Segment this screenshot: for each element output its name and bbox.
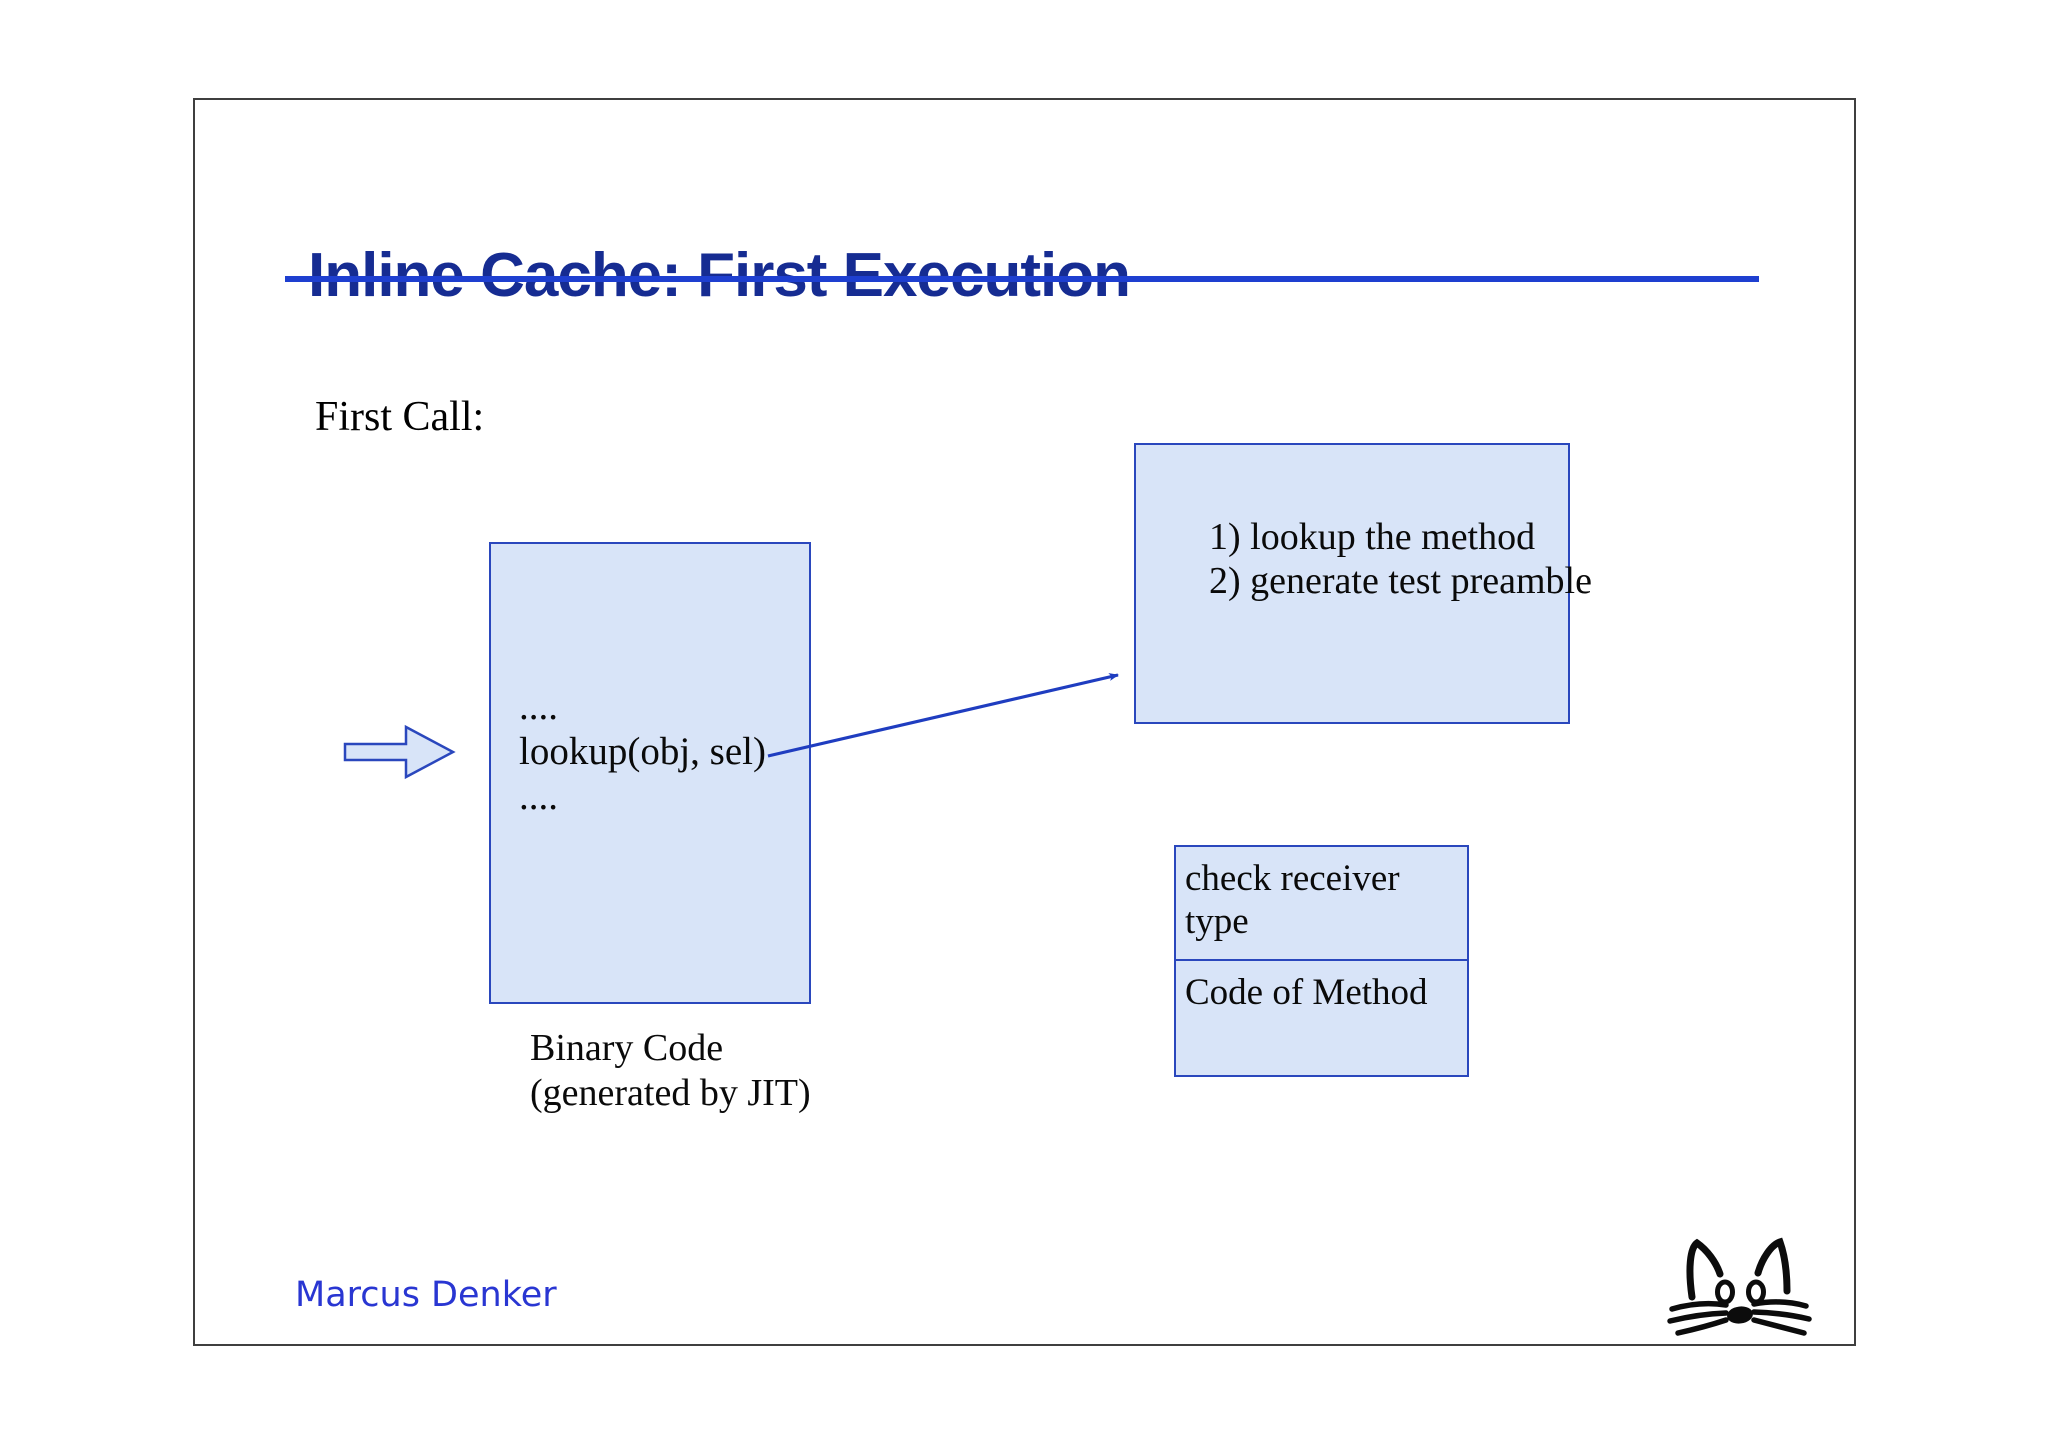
title-underline xyxy=(285,276,1759,282)
jit-action-line-1: 1) lookup the method xyxy=(1209,516,1536,558)
preamble-line-1: check receiver xyxy=(1185,858,1400,899)
step-label: First Call: xyxy=(315,394,485,440)
slide-frame: Inline Cache: First Execution First Call… xyxy=(193,98,1856,1346)
author-name: Marcus Denker xyxy=(295,1275,557,1315)
jit-action-box: 1) lookup the method 2) generate test pr… xyxy=(1134,443,1592,724)
preamble-cell-text: check receiver type xyxy=(1185,857,1400,943)
caption-line-1: Binary Code xyxy=(530,1027,724,1069)
jit-action-line-2: 2) generate test preamble xyxy=(1209,560,1592,602)
method-box-preamble-cell: check receiver type xyxy=(1176,847,1467,961)
binary-code-text: ....lookup(obj, sel).... xyxy=(519,684,766,819)
page-title: Inline Cache: First Execution xyxy=(308,240,1131,310)
binary-code-line-2: lookup(obj, sel) xyxy=(519,730,766,773)
preamble-line-2: type xyxy=(1185,901,1249,942)
method-box-code-cell: Code of Method xyxy=(1176,961,1467,1077)
jit-action-text: 1) lookup the method 2) generate test pr… xyxy=(1209,515,1592,603)
binary-code-line-1: .... xyxy=(519,685,558,728)
binary-code-caption: Binary Code (generated by JIT) xyxy=(530,1026,811,1116)
caption-line-2: (generated by JIT) xyxy=(530,1072,811,1114)
code-cell-text: Code of Method xyxy=(1185,972,1428,1013)
binary-code-box: ....lookup(obj, sel).... xyxy=(489,542,811,1004)
method-box: check receiver type Code of Method xyxy=(1174,845,1469,1077)
binary-code-line-3: .... xyxy=(519,775,558,818)
